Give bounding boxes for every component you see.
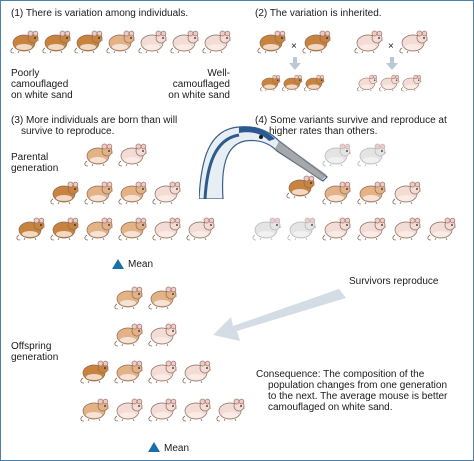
mouse-icon <box>49 179 79 205</box>
mouse-icon <box>391 179 421 205</box>
mouse-icon <box>391 215 421 241</box>
mouse-icon <box>73 28 103 54</box>
panel-3-heading-line-1: (3) More individuals are born than will <box>11 115 178 126</box>
mouse-icon <box>147 321 177 347</box>
mouse-icon <box>113 358 143 384</box>
mouse-icon <box>41 28 71 54</box>
consequence-line-4: camouflaged on white sand. <box>268 402 393 413</box>
inheritance-arrow-icon <box>289 57 301 70</box>
panel-2-heading: (2) The variation is inherited. <box>255 8 382 19</box>
mouse-icon <box>378 73 400 92</box>
mouse-icon <box>117 215 147 241</box>
mouse-icon <box>285 173 315 199</box>
mouse-icon <box>113 396 143 422</box>
mouse-icon <box>49 215 79 241</box>
mouse-icon <box>169 28 199 54</box>
panel-1-right-label-line-2: camouflaged <box>172 79 230 90</box>
mouse-icon <box>15 215 45 241</box>
mouse-icon <box>83 215 113 241</box>
mean-marker-icon <box>112 259 124 269</box>
mouse-icon <box>83 141 113 167</box>
mouse-icon <box>353 28 383 54</box>
mouse-icon <box>79 358 109 384</box>
mouse-icon <box>398 28 428 54</box>
mouse-icon <box>113 321 143 347</box>
mouse-icon <box>321 215 351 241</box>
mouse-icon <box>147 284 177 310</box>
panel-4-heading-line-1: (4) Some variants survive and reproduce … <box>255 115 447 126</box>
mean-marker-icon <box>148 442 160 452</box>
mouse-icon <box>9 28 39 54</box>
mouse-icon <box>151 215 181 241</box>
parental-mean-label: Mean <box>128 259 154 270</box>
inheritance-arrow-icon <box>386 57 398 70</box>
mouse-icon <box>356 179 386 205</box>
panel-1-right-label-line-3: on white sand <box>168 90 230 101</box>
mouse-icon <box>259 73 281 92</box>
panel-1-left-label-line-2: camouflaged <box>11 79 69 90</box>
panel-3-heading-line-2: survive to reproduce. <box>21 126 115 137</box>
mouse-icon <box>301 28 331 54</box>
mouse-icon <box>251 215 281 241</box>
consequence-line-3: to the next. The average mouse is better <box>268 391 448 402</box>
panel-1-left-label-line-3: on white sand <box>11 90 73 101</box>
mouse-icon <box>400 73 422 92</box>
consequence-line-2: population changes from one generation <box>268 380 448 391</box>
offspring-label-line-1: Offspring <box>11 341 52 352</box>
mouse-icon <box>356 73 378 92</box>
consequence-line-1: Consequence: The composition of the <box>256 369 425 380</box>
mouse-icon <box>137 28 167 54</box>
panel-1-right-label-line-1: Well- <box>207 68 230 79</box>
mouse-icon <box>181 396 211 422</box>
mouse-icon <box>201 28 231 54</box>
mouse-icon <box>113 284 143 310</box>
mouse-icon <box>426 215 456 241</box>
mouse-icon <box>117 179 147 205</box>
mouse-icon <box>79 396 109 422</box>
mouse-icon <box>356 215 386 241</box>
parental-label-line-1: Parental <box>11 152 49 163</box>
mouse-icon <box>117 141 147 167</box>
mouse-icon <box>105 28 135 54</box>
panel-4-heading-line-2: higher rates than others. <box>269 126 378 137</box>
mouse-icon <box>256 28 286 54</box>
panel-1-left-label-line-1: Poorly <box>11 68 40 79</box>
mouse-icon <box>356 141 386 167</box>
mouse-icon <box>83 179 113 205</box>
parental-label-line-2: generation <box>11 163 59 174</box>
survivors-reproduce-label: Survivors reproduce <box>349 276 439 287</box>
mouse-icon <box>185 215 215 241</box>
mouse-icon <box>181 358 211 384</box>
mouse-icon <box>147 396 177 422</box>
cross-symbol: × <box>291 41 297 52</box>
cross-symbol: × <box>388 41 394 52</box>
mouse-icon <box>147 358 177 384</box>
mouse-icon <box>215 396 245 422</box>
panel-1-heading: (1) There is variation among individuals… <box>11 8 189 19</box>
mouse-icon <box>321 179 351 205</box>
offspring-label-line-2: generation <box>11 352 59 363</box>
offspring-mean-label: Mean <box>164 443 190 454</box>
heron-icon <box>199 126 328 199</box>
mouse-icon <box>281 73 303 92</box>
mouse-icon <box>303 73 325 92</box>
mouse-icon <box>286 215 316 241</box>
mouse-icon <box>321 141 351 167</box>
mouse-icon <box>151 179 181 205</box>
